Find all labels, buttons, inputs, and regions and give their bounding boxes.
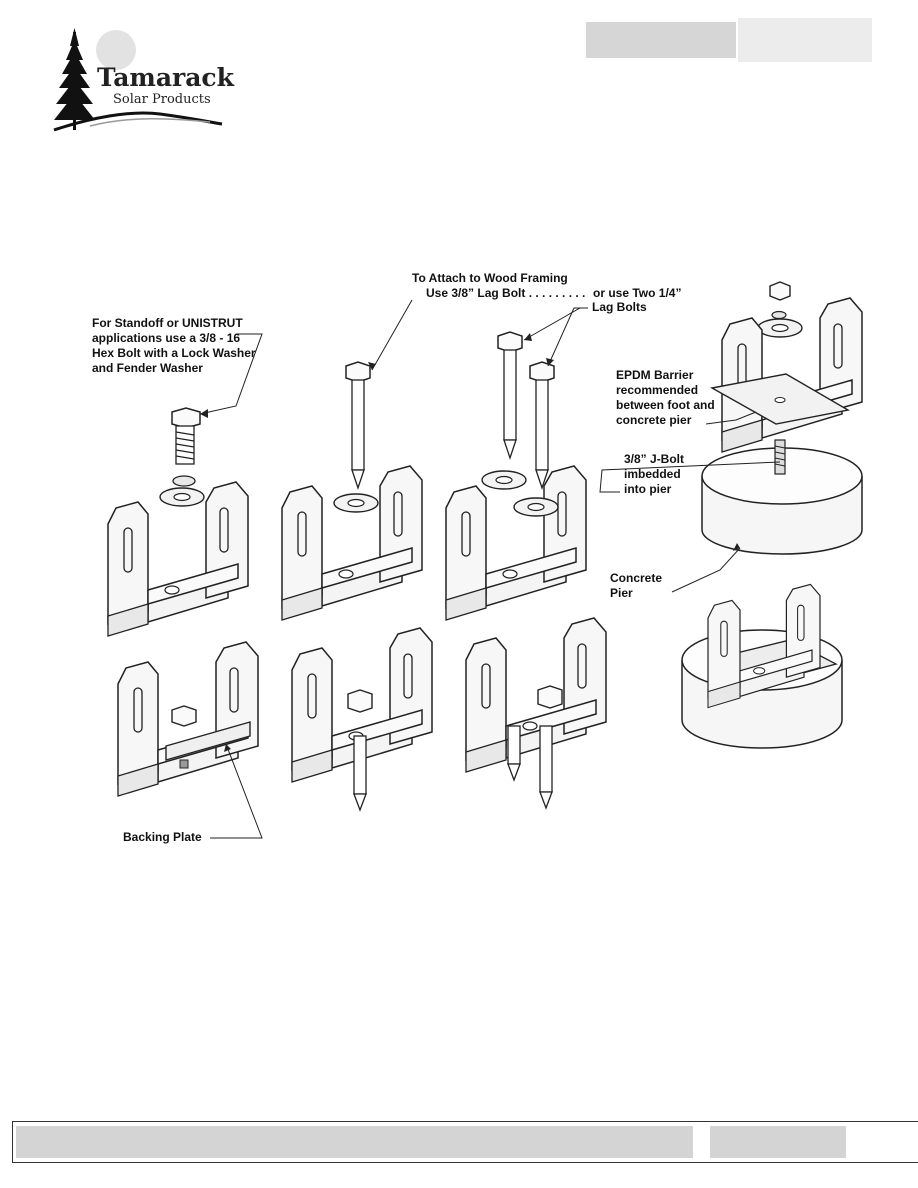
logo-tree-icon — [54, 28, 95, 130]
label-epdm-line1: EPDM Barrier — [616, 368, 694, 382]
label-standoff-line2: applications use a 3/8 - 16 — [92, 331, 241, 345]
label-wood-line2: Use 3/8” Lag Bolt . . . . . . . . . — [426, 286, 586, 300]
lag-bolt-b — [529, 361, 555, 489]
top-washer — [757, 318, 803, 338]
header-tab-1 — [586, 22, 736, 58]
label-epdm-line3: between foot and — [616, 398, 715, 412]
tamarack-logo: Tamarack Solar Products — [53, 28, 235, 132]
washer-single — [333, 493, 379, 513]
foot-wood-double — [445, 465, 587, 621]
label-jbolt-line2: imbedded — [624, 467, 681, 481]
lock-washer — [172, 475, 196, 487]
lag-bolt-single — [345, 361, 371, 489]
washer-b — [513, 497, 559, 517]
label-two-bolts-line1: or use Two 1/4” — [593, 286, 682, 300]
fender-washer — [159, 487, 205, 507]
label-backing-plate: Backing Plate — [123, 830, 202, 844]
footer-bar-left — [16, 1126, 693, 1158]
lag-bolt-a — [497, 331, 523, 459]
leader-lines — [199, 299, 781, 839]
logo-subtitle: Solar Products — [113, 92, 211, 107]
label-standoff: For Standoff or UNISTRUT applications us… — [92, 316, 256, 376]
label-standoff-line4: and Fender Washer — [92, 361, 203, 375]
label-jbolt: 3/8” J-Bolt imbedded into pier — [624, 452, 684, 497]
label-wood-line1: To Attach to Wood Framing — [412, 271, 568, 285]
label-concrete-line1: Concrete — [610, 571, 663, 585]
label-jbolt-line3: into pier — [624, 482, 672, 496]
label-standoff-line1: For Standoff or UNISTRUT — [92, 316, 243, 330]
label-epdm-line4: concrete pier — [616, 413, 692, 427]
concrete-pier — [701, 439, 863, 555]
label-concrete-line2: Pier — [610, 586, 633, 600]
label-concrete: Concrete Pier — [610, 571, 662, 601]
foot-wood-single — [281, 465, 423, 621]
hex-nut — [769, 281, 791, 301]
j-bolt — [774, 439, 786, 475]
label-two-bolts-line2: Lag Bolts — [592, 300, 647, 314]
label-epdm: EPDM Barrier recommended between foot an… — [616, 368, 715, 428]
logo-title: Tamarack — [97, 63, 235, 92]
label-epdm-line2: recommended — [616, 383, 699, 397]
backing-plate — [165, 721, 251, 761]
label-jbolt-line1: 3/8” J-Bolt — [624, 452, 685, 466]
foot-double-lag-assembled — [465, 617, 607, 773]
hex-bolt — [171, 407, 201, 465]
logo-sun — [96, 30, 136, 70]
washer-a — [481, 470, 527, 490]
header-tab-2 — [738, 18, 872, 62]
footer-frame — [12, 1121, 918, 1163]
label-standoff-line3: Hex Bolt with a Lock Washer — [92, 346, 256, 360]
footer-bar-right — [710, 1126, 846, 1158]
